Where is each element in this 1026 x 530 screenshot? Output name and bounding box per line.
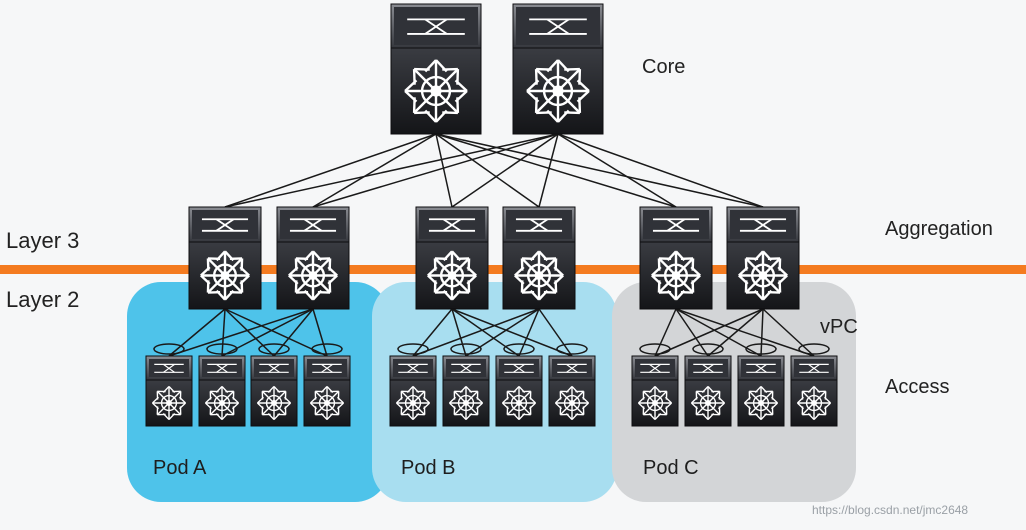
aggregation-access-link	[675, 308, 815, 357]
pod-a-label: Pod A	[153, 457, 207, 479]
aggregation-access-link	[168, 308, 226, 357]
aggregation-chassis-switch-icon	[415, 206, 489, 310]
layer2-label: Layer 2	[6, 287, 80, 312]
core-aggregation-link	[224, 133, 559, 208]
access-label: Access	[885, 376, 950, 398]
aggregation-access-link	[451, 308, 520, 357]
core-aggregation-link	[224, 133, 437, 208]
vpc-bundle-icon	[311, 343, 343, 355]
core-aggregation-link	[557, 133, 677, 208]
core-chassis-switch-icon	[512, 3, 604, 135]
pod-c-background	[612, 282, 856, 502]
aggregation-access-link	[762, 308, 815, 357]
access-switch-icon	[198, 355, 246, 427]
core-aggregation-link	[312, 133, 559, 208]
vpc-bundle-icon	[503, 343, 535, 355]
aggregation-access-link	[168, 308, 314, 357]
aggregation-access-link	[412, 308, 540, 357]
aggregation-access-link	[760, 308, 764, 357]
core-aggregation-link	[312, 133, 437, 208]
vpc-label: vPC	[820, 316, 858, 338]
aggregation-access-link	[451, 308, 573, 357]
vpc-bundle-icon	[692, 343, 724, 355]
core-aggregation-link	[435, 133, 677, 208]
access-switch-icon	[303, 355, 351, 427]
aggregation-access-link	[412, 308, 453, 357]
layer3-label: Layer 3	[6, 228, 80, 253]
aggregation-access-link	[224, 308, 275, 357]
aggregation-access-link	[221, 308, 226, 357]
aggregation-chassis-switch-icon	[188, 206, 262, 310]
aggregation-access-link	[654, 308, 764, 357]
pod-c-label: Pod C	[643, 457, 699, 479]
watermark: https://blog.csdn.net/jmc2648	[812, 503, 969, 517]
aggregation-chassis-switch-icon	[639, 206, 713, 310]
aggregation-access-link	[675, 308, 709, 357]
access-switch-icon	[250, 355, 298, 427]
vpc-bundle-icon	[258, 343, 290, 355]
aggregation-access-link	[465, 308, 540, 357]
aggregation-chassis-switch-icon	[726, 206, 800, 310]
aggregation-access-link	[538, 308, 573, 357]
pod-b-label: Pod B	[401, 457, 456, 479]
core-aggregation-link	[435, 133, 453, 208]
core-aggregation-link	[538, 133, 559, 208]
vpc-bundle-icon	[450, 343, 482, 355]
aggregation-access-link	[312, 308, 328, 357]
access-switch-icon	[389, 355, 437, 427]
access-switch-icon	[790, 355, 838, 427]
aggregation-access-link	[451, 308, 467, 357]
aggregation-chassis-switch-icon	[502, 206, 576, 310]
vpc-bundle-icon	[745, 343, 777, 355]
core-aggregation-link	[557, 133, 764, 208]
access-switch-icon	[548, 355, 596, 427]
access-switch-icon	[495, 355, 543, 427]
core-aggregation-link	[435, 133, 764, 208]
aggregation-access-link	[654, 308, 677, 357]
access-switch-icon	[684, 355, 732, 427]
aggregation-chassis-switch-icon	[276, 206, 350, 310]
access-switch-icon	[737, 355, 785, 427]
vpc-bundle-icon	[639, 343, 671, 355]
aggregation-access-link	[273, 308, 314, 357]
aggregation-access-link	[707, 308, 764, 357]
core-label: Core	[642, 56, 686, 78]
aggregation-label: Aggregation	[885, 218, 993, 240]
access-switch-icon	[442, 355, 490, 427]
core-chassis-switch-icon	[390, 3, 482, 135]
aggregation-access-link	[518, 308, 540, 357]
vpc-bundle-icon	[397, 343, 429, 355]
vpc-bundle-icon	[206, 343, 238, 355]
core-aggregation-link	[451, 133, 559, 208]
pod-b-background	[372, 282, 617, 502]
vpc-bundle-icon	[556, 343, 588, 355]
core-aggregation-link	[435, 133, 540, 208]
access-switch-icon	[145, 355, 193, 427]
vpc-bundle-icon	[153, 343, 185, 355]
vpc-bundle-icon	[798, 343, 830, 355]
aggregation-access-link	[224, 308, 328, 357]
access-switch-icon	[631, 355, 679, 427]
